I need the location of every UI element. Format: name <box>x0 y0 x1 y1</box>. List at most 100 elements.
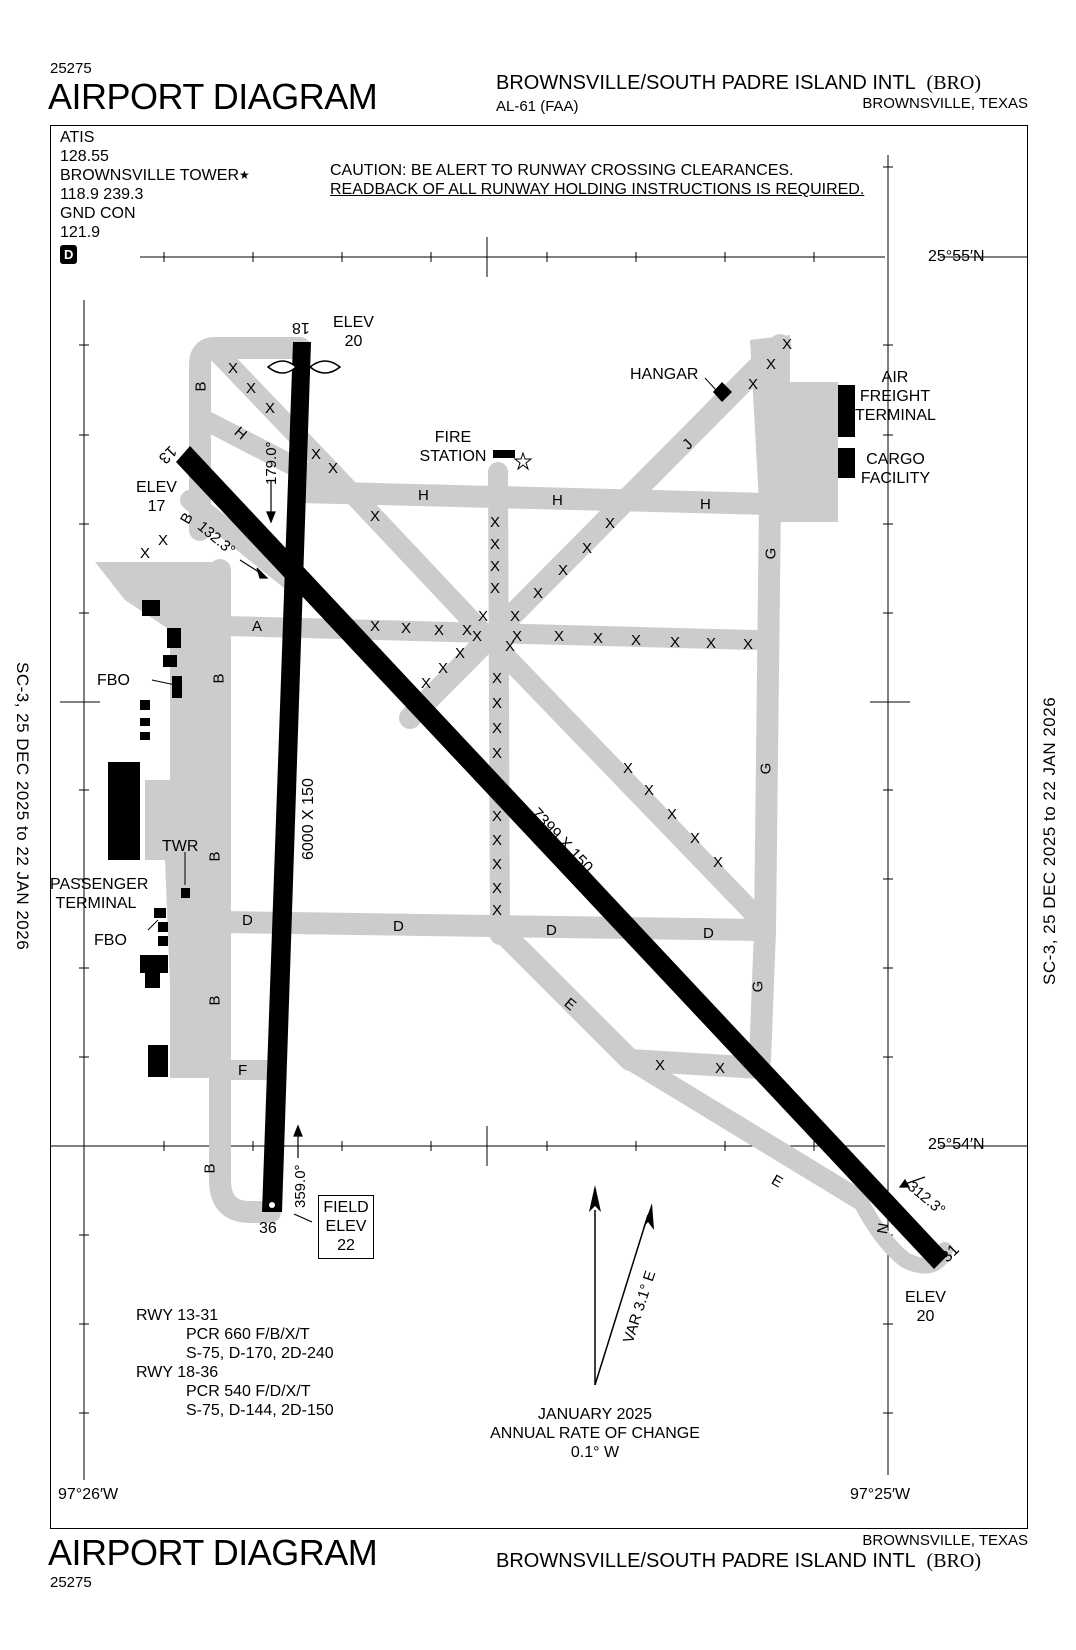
closed-mark: X <box>490 558 501 575</box>
rwy-13-31-label: RWY 13-31 <box>136 1307 219 1324</box>
runway-13-31 <box>176 446 948 1269</box>
field-elev-value: 22 <box>337 1237 355 1254</box>
closed-mark: X <box>766 356 777 373</box>
closed-mark: X <box>748 376 759 393</box>
hangar-label: HANGAR <box>630 366 699 383</box>
cargo-label-1: CARGO <box>866 451 925 468</box>
closed-mark: X <box>558 562 569 579</box>
closed-mark: X <box>158 532 169 549</box>
closed-mark: X <box>782 336 793 353</box>
passenger-label-1: PASSENGER <box>50 876 149 893</box>
elev-rwy13-value: 17 <box>147 498 166 515</box>
rwy-18-36-pcr: PCR 540 F/D/X/T <box>186 1383 311 1400</box>
fbo-lower-label: FBO <box>94 932 127 949</box>
closed-mark: X <box>492 832 503 849</box>
footer-airport-code: (BRO) <box>926 1550 981 1572</box>
footer-airport-name-text: BROWNSVILLE/SOUTH PADRE ISLAND INTL <box>496 1550 915 1572</box>
rwy-13-31-pcr: PCR 660 F/B/X/T <box>186 1326 310 1343</box>
closed-mark: X <box>715 1060 726 1077</box>
footer-city: BROWNSVILLE, TEXAS <box>862 1532 1028 1549</box>
closed-mark: X <box>667 806 678 823</box>
taxiway-b-label-3: B <box>210 673 228 684</box>
taxiway-h-label-4: H <box>700 496 711 513</box>
chart-id: 25275 <box>50 60 92 77</box>
closed-mark: X <box>593 630 604 647</box>
closed-mark: X <box>713 854 724 871</box>
lat-north-label: 25°55′N <box>928 248 985 265</box>
closed-mark: X <box>455 645 466 662</box>
tower-freq: 118.9 239.3 <box>60 186 144 203</box>
tower-label-text: BROWNSVILLE TOWER <box>60 167 239 184</box>
fire-label-2: STATION <box>419 448 487 465</box>
closed-mark: X <box>631 632 642 649</box>
elev-rwy18-value: 20 <box>344 333 363 350</box>
closed-mark: X <box>434 622 445 639</box>
caution-line2: READBACK OF ALL RUNWAY HOLDING INSTRUCTI… <box>330 181 865 198</box>
closed-mark: X <box>743 636 754 653</box>
taxiway-b-label-5: B <box>206 995 224 1006</box>
taxiway-d-label-3: D <box>546 922 557 939</box>
closed-mark: X <box>492 880 503 897</box>
runway-36-label: 36 <box>259 1220 277 1237</box>
closed-mark: X <box>492 745 503 762</box>
closed-mark: X <box>644 782 655 799</box>
leader-lines <box>147 377 717 931</box>
magnetic-rate-label: ANNUAL RATE OF CHANGE <box>490 1425 700 1442</box>
closed-mark: X <box>512 628 523 645</box>
footer-airport-name: BROWNSVILLE/SOUTH PADRE ISLAND INTL (BRO… <box>496 1550 981 1573</box>
passenger-label-2: TERMINAL <box>55 895 137 912</box>
buildings <box>108 382 855 1077</box>
rwy-13-31-weight: S-75, D-170, 2D-240 <box>186 1345 334 1362</box>
closed-mark: X <box>490 514 501 531</box>
closed-mark: X <box>510 608 521 625</box>
heading-arrows <box>239 451 926 1223</box>
footer-title: AIRPORT DIAGRAM <box>48 1532 378 1573</box>
taxiway-f-label: F <box>238 1062 248 1079</box>
closed-mark: X <box>490 536 501 553</box>
passenger-terminal-label: PASSENGER TERMINAL <box>50 875 149 913</box>
lon-west-label: 97°26′W <box>58 1486 119 1503</box>
rwy-18-36-label: RWY 18-36 <box>136 1364 219 1381</box>
comms-block: ATIS 128.55 BROWNSVILLE TOWER★ 118.9 239… <box>60 128 250 264</box>
fire-label-1: FIRE <box>434 429 472 446</box>
closed-mark: X <box>670 634 681 651</box>
field-elev-label1: FIELD <box>323 1199 369 1216</box>
air-freight-label-2: FREIGHT <box>859 388 931 405</box>
north-arrows <box>589 1185 654 1386</box>
class-d-badge: D <box>60 245 78 264</box>
cargo-label-2: FACILITY <box>860 470 931 487</box>
taxiway-d-label-4: D <box>703 925 714 942</box>
footer-chart-id: 25275 <box>50 1574 92 1591</box>
chart-title: AIRPORT DIAGRAM <box>48 76 378 117</box>
closed-mark: X <box>311 446 322 463</box>
caution-line1: CAUTION: BE ALERT TO RUNWAY CROSSING CLE… <box>330 162 794 179</box>
closed-mark: X <box>462 622 473 639</box>
tower-label-diagram: TWR <box>162 838 199 855</box>
closed-mark: X <box>492 670 503 687</box>
closed-mark: X <box>370 618 381 635</box>
runway-info-block: RWY 13-31 PCR 660 F/B/X/T S-75, D-170, 2… <box>136 1306 334 1420</box>
closed-mark: X <box>690 830 701 847</box>
elev-rwy13: ELEV 17 <box>136 478 177 516</box>
diagram-frame <box>50 125 1028 1529</box>
closed-mark: X <box>706 635 717 652</box>
gnd-freq: 121.9 <box>60 224 101 241</box>
closed-mark: X <box>265 400 276 417</box>
elev-rwy18: ELEV 20 <box>333 313 374 351</box>
taxiway-g-label-3: G <box>749 980 767 993</box>
elev-rwy31: ELEV 20 <box>905 1288 946 1326</box>
closed-mark: X <box>492 808 503 825</box>
runway-18-36-dims: 6000 X 150 <box>300 778 317 860</box>
taxiway-g-label-2: G <box>757 762 775 775</box>
taxiway-g-label-1: G <box>762 547 780 560</box>
closed-mark: X <box>492 902 503 919</box>
coordinate-grid <box>50 155 1028 1480</box>
closed-mark: X <box>582 540 593 557</box>
elev-rwy31-label: ELEV <box>905 1289 946 1306</box>
magnetic-rate: 0.1° W <box>570 1444 620 1461</box>
taxiway-h-label-3: H <box>552 492 563 509</box>
air-freight-label-3: TERMINAL <box>855 407 936 424</box>
taxiway-b-label-6: B <box>201 1163 219 1174</box>
procedure-id: AL-61 (FAA) <box>496 98 579 115</box>
